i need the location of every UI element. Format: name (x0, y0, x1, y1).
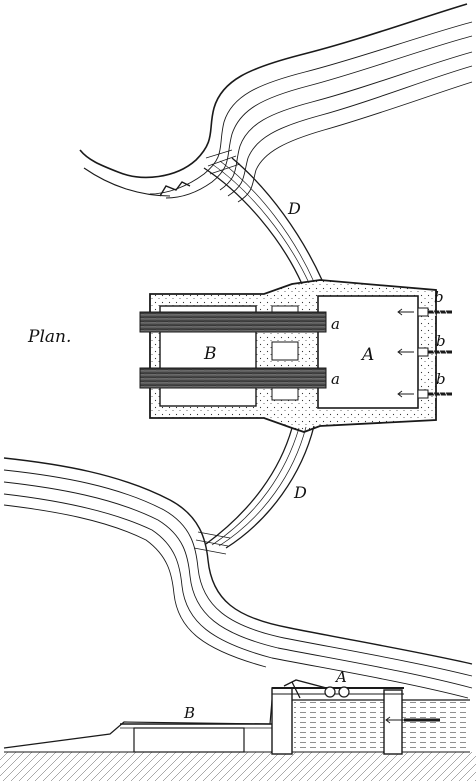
label-inlet-b-3: b (436, 370, 446, 388)
section-basin-b (133, 727, 245, 753)
lower-dam (193, 425, 315, 555)
label-dam-upper: D (287, 199, 301, 218)
upper-dam (203, 149, 323, 285)
label-opening-a-lower: a (331, 370, 340, 388)
timber-beam-lower (139, 367, 327, 389)
label-chamber-b: B (203, 344, 217, 364)
timber-beam-upper (139, 311, 327, 333)
label-dam-lower: D (293, 483, 307, 502)
label-inlet-b-1: b (434, 288, 444, 306)
label-chamber-a: A (360, 345, 374, 365)
label-inlet-b-2: b (436, 332, 446, 350)
section-view (0, 679, 476, 781)
plan-title: Plan. (27, 327, 71, 347)
label-section-a: A (334, 668, 347, 686)
label-section-b: B (183, 704, 195, 722)
lower-shore (3, 457, 473, 699)
upper-shore (79, 3, 473, 203)
label-opening-a-upper: a (331, 315, 340, 333)
section-post-right (383, 689, 403, 755)
inlet-pipes (397, 307, 452, 399)
section-post-left (271, 687, 293, 755)
central-structure (139, 279, 452, 433)
